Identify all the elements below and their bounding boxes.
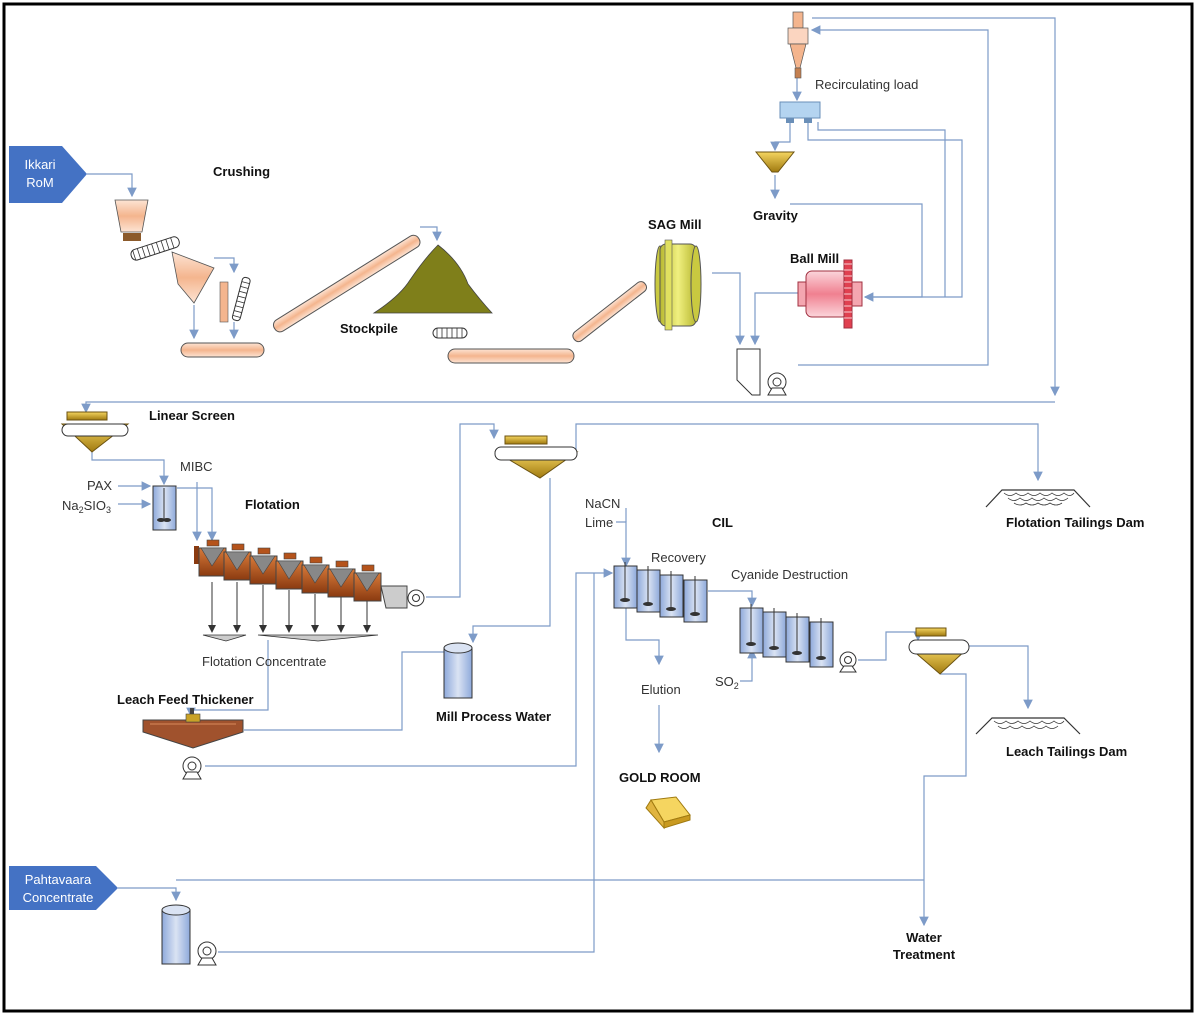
ikkari-rom-tag: Ikkari RoM <box>9 146 87 203</box>
ball-mill-label: Ball Mill <box>790 251 839 266</box>
flotation-label: Flotation <box>245 497 300 512</box>
flotation-tailings-dam: Flotation Tailings Dam <box>985 489 1144 530</box>
leach-feed-thickener-label: Leach Feed Thickener <box>117 692 254 707</box>
crushing-label: Crushing <box>213 164 270 179</box>
ikkari-label: Ikkari <box>24 157 55 172</box>
lime-label: Lime <box>585 515 613 530</box>
crushing-circuit: Crushing <box>114 164 421 358</box>
stockpile: Stockpile <box>340 244 648 364</box>
mill-process-water-tank: Mill Process Water <box>436 642 551 724</box>
so2-label: SO2 <box>715 674 739 691</box>
concentrate-storage-tank <box>161 904 217 966</box>
nacn-label: NaCN <box>585 496 620 511</box>
feed-hopper <box>114 199 149 233</box>
sag-feed-conveyor <box>572 281 648 343</box>
flotation-cell-7 <box>353 564 382 602</box>
flotation-cell-5 <box>301 556 330 594</box>
gold-bar-icon <box>645 796 691 830</box>
flotation-cell-6 <box>327 560 356 598</box>
distribution-box <box>779 101 821 123</box>
ball-mill: Ball Mill <box>790 251 863 329</box>
leach-tailings-dam: Leach Tailings Dam <box>975 717 1127 759</box>
flotation-tailings-dam-label: Flotation Tailings Dam <box>1006 515 1144 530</box>
treatment-label: Treatment <box>893 947 956 962</box>
pax-label: PAX <box>87 478 112 493</box>
flotation-cell-2 <box>223 543 252 581</box>
flow-lines <box>81 17 1060 953</box>
na2sio3-label: Na2SIO3 <box>62 498 111 515</box>
stockpile-label: Stockpile <box>340 321 398 336</box>
flotation-cell-1 <box>198 539 227 577</box>
tails-screen <box>494 435 579 479</box>
gold-room-label: GOLD ROOM <box>619 770 701 785</box>
stockpile-feed-conveyor <box>272 234 421 333</box>
linear-screen: Linear Screen <box>60 408 235 453</box>
recirculating-load-label: Recirculating load <box>815 77 918 92</box>
rom-label: RoM <box>26 175 53 190</box>
concentrate-label: Concentrate <box>23 890 94 905</box>
flotation-concentrate-label: Flotation Concentrate <box>202 654 326 669</box>
pahtavaara-concentrate-tag: Pahtavaara Concentrate <box>9 866 118 910</box>
pahtavaara-label: Pahtavaara <box>25 872 92 887</box>
screen-frame <box>219 281 229 323</box>
crushed-ore-conveyor <box>180 342 265 358</box>
leach-feed-thickener: Leach Feed Thickener <box>117 692 254 780</box>
reclaim-conveyor <box>447 348 575 364</box>
mill-process-water-label: Mill Process Water <box>436 709 551 724</box>
sag-mill: SAG Mill <box>648 217 702 331</box>
mill-discharge-pumpbox <box>736 348 787 396</box>
cyclone <box>787 11 809 79</box>
gravity-label: Gravity <box>753 208 799 223</box>
cyanide-destruction-label: Cyanide Destruction <box>731 567 848 582</box>
tails-pumpbox <box>380 585 408 609</box>
flotation-cells: Flotation <box>194 497 425 609</box>
reclaim-feeder <box>432 327 468 339</box>
flotation-cell-4 <box>275 552 304 590</box>
gravity-concentrator: Gravity <box>753 151 799 223</box>
cyanide-destruction-tanks <box>739 604 857 673</box>
cil-label: CIL <box>712 515 733 530</box>
flotation-cell-3 <box>249 547 278 585</box>
grizzly-feeder <box>130 236 180 261</box>
stockpile-heap <box>372 244 493 314</box>
recovery-label: Recovery <box>651 550 706 565</box>
elution-label: Elution <box>641 682 681 697</box>
sag-mill-label: SAG Mill <box>648 217 701 232</box>
leach-tails-screen <box>908 627 970 675</box>
flotation-concentrate-arrows <box>202 582 379 642</box>
conditioning-tank <box>152 485 177 531</box>
jaw-crusher <box>171 251 215 304</box>
cil-tanks <box>613 562 708 623</box>
leach-tailings-dam-label: Leach Tailings Dam <box>1006 744 1127 759</box>
mibc-label: MIBC <box>180 459 213 474</box>
water-label: Water <box>906 930 942 945</box>
linear-screen-label: Linear Screen <box>149 408 235 423</box>
